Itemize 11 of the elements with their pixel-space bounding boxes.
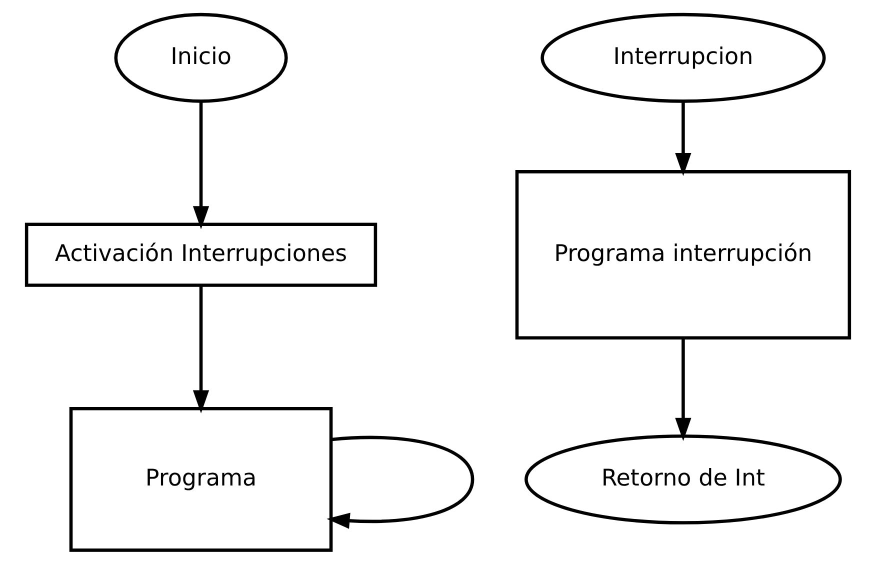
node-box: Programa interrupción [514, 170, 851, 340]
node-box: Activación Interrupciones [24, 222, 377, 287]
arrow [674, 338, 691, 441]
node-ellipse: Retorno de Int [524, 434, 842, 524]
arrow [192, 285, 209, 414]
node-ellipse: Inicio [114, 12, 288, 103]
arrow [192, 101, 209, 230]
arrow [326, 436, 474, 529]
node-ellipse: Interrupcion [540, 12, 826, 103]
arrow [674, 101, 691, 176]
node-box: Programa [68, 407, 332, 552]
